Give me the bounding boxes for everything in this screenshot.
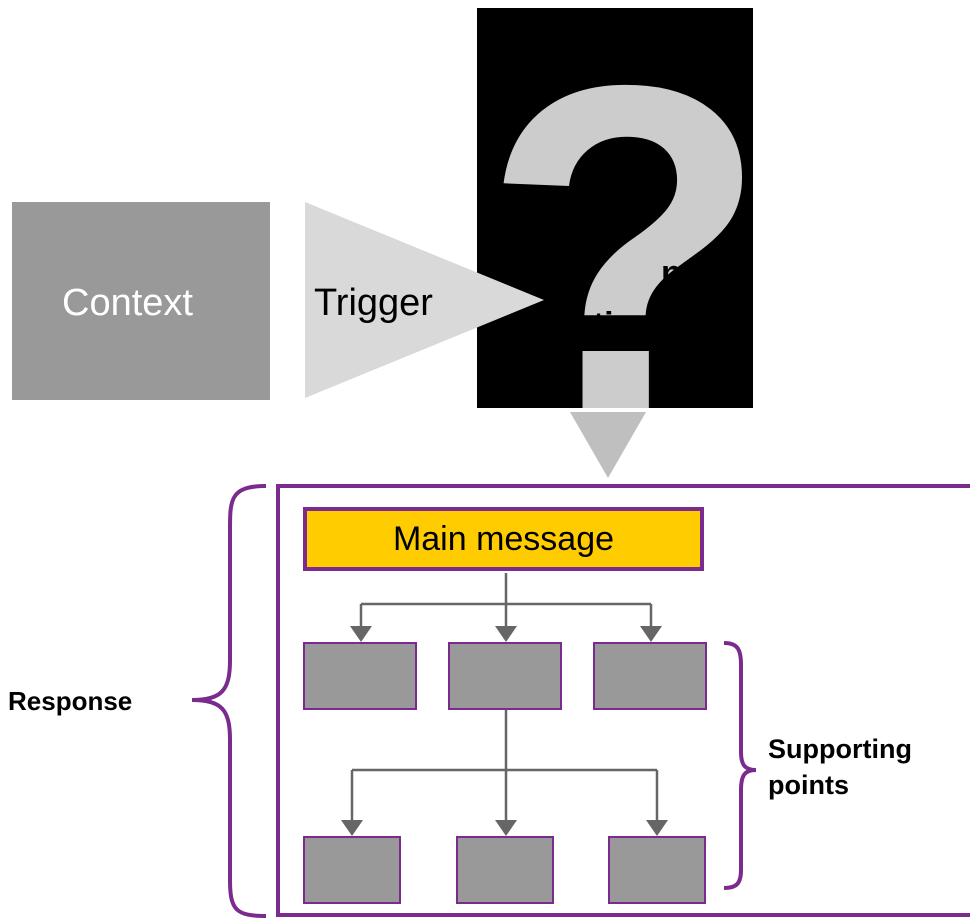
response-frame xyxy=(276,484,970,917)
response-label: Response xyxy=(8,686,133,716)
supporting-box xyxy=(593,642,707,710)
main-message-box: Main message xyxy=(303,507,704,571)
question-panel: ? n estio xyxy=(477,8,753,408)
response-brace-icon xyxy=(191,484,267,918)
supporting-box xyxy=(303,836,401,904)
arrowhead-icon xyxy=(640,626,662,642)
question-label-bottom: estio xyxy=(555,306,635,344)
context-box xyxy=(12,202,270,400)
arrowhead-icon xyxy=(350,626,372,642)
supporting-box xyxy=(303,642,417,710)
trigger-shape xyxy=(305,202,544,398)
arrowhead-icon xyxy=(495,626,517,642)
down-arrow-icon xyxy=(570,412,646,478)
main-message-label: Main message xyxy=(392,519,615,558)
supporting-brace-icon xyxy=(723,641,757,890)
arrowheads xyxy=(341,626,668,836)
context-label: Context xyxy=(62,282,193,324)
connectors xyxy=(350,573,659,822)
supporting-box xyxy=(456,836,554,904)
arrowhead-icon xyxy=(495,820,517,836)
supporting-points-label-line1: Supporting xyxy=(768,734,912,764)
arrowhead-icon xyxy=(341,820,363,836)
arrowhead-icon xyxy=(646,820,668,836)
question-label-top: n xyxy=(661,254,682,292)
supporting-box xyxy=(448,642,562,710)
supporting-points-label-line2: points xyxy=(768,770,849,800)
question-mark-icon: ? xyxy=(482,8,753,409)
supporting-box xyxy=(608,836,706,904)
trigger-label: Trigger xyxy=(314,282,433,324)
